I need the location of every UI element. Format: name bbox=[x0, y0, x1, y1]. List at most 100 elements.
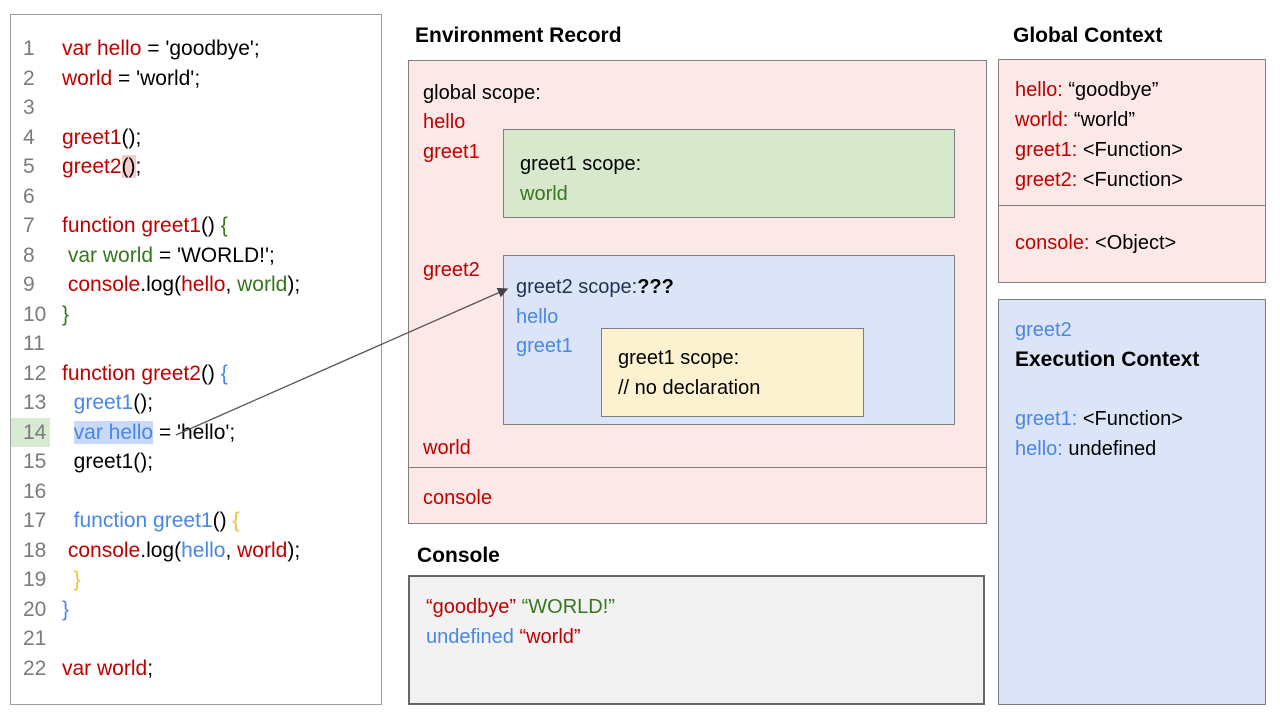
greet2-execution-context-box: greet2 Execution Context greet1: <Functi… bbox=[998, 299, 1266, 705]
code-token: () bbox=[121, 155, 136, 178]
entry-key: greet1: bbox=[1015, 139, 1078, 161]
code-token: } bbox=[62, 302, 70, 326]
global-var-hello: hello bbox=[423, 111, 466, 133]
entry-key: hello: bbox=[1015, 79, 1063, 101]
code-line-20: 20} bbox=[11, 595, 381, 625]
global-scope-label: global scope: bbox=[423, 82, 541, 104]
code-token: var world bbox=[67, 243, 154, 267]
code-line-1: 1 var hello = 'goodbye'; bbox=[11, 34, 381, 64]
code-token: ; bbox=[147, 656, 154, 680]
line-number: 13 bbox=[23, 391, 47, 414]
context-entry: hello: undefined bbox=[1015, 434, 1257, 464]
line-number: 21 bbox=[23, 627, 47, 650]
context-entry: world: “world” bbox=[1015, 105, 1257, 135]
line-number: 20 bbox=[23, 597, 47, 621]
line-number: 7 bbox=[23, 214, 35, 237]
code-token: world bbox=[237, 538, 288, 562]
line-number: 15 bbox=[23, 450, 47, 473]
global-context-vars-box: hello: “goodbye”world: “world”greet1: <F… bbox=[998, 59, 1266, 206]
entry-key: greet1: bbox=[1015, 408, 1078, 430]
line-number: 8 bbox=[23, 243, 35, 267]
code-token bbox=[62, 391, 74, 414]
code-token: function greet1 bbox=[62, 214, 201, 237]
entry-value: <Object> bbox=[1089, 231, 1177, 254]
code-token: = 'goodbye'; bbox=[141, 37, 260, 60]
entry-value: <Function> bbox=[1077, 408, 1183, 430]
greet2-scope-var-greet1: greet1 bbox=[516, 335, 573, 357]
code-token: = 'WORLD!'; bbox=[153, 243, 275, 267]
code-line-10: 10} bbox=[11, 300, 381, 330]
code-token: () bbox=[212, 509, 233, 532]
console-output-line: undefined “world” bbox=[426, 622, 975, 652]
environment-console-row: console bbox=[408, 466, 987, 524]
code-token: (); bbox=[133, 391, 154, 414]
code-token: () bbox=[200, 361, 221, 385]
console-output-line: “goodbye” “WORLD!” bbox=[426, 592, 975, 622]
console-title: Console bbox=[417, 544, 500, 567]
execution-context-name: greet2 bbox=[1015, 319, 1072, 341]
code-line-6: 6 bbox=[11, 182, 381, 212]
code-line-9: 9 console.log(hello, world); bbox=[11, 270, 381, 300]
code-token: { bbox=[232, 509, 240, 532]
context-entry: hello: “goodbye” bbox=[1015, 75, 1257, 105]
line-number: 9 bbox=[23, 273, 35, 296]
code-line-7: 7 function greet1() { bbox=[11, 211, 381, 241]
line-number: 18 bbox=[23, 538, 47, 562]
greet2-scope-title-line: greet2 scope:??? bbox=[516, 272, 674, 302]
environment-console-label: console bbox=[423, 486, 492, 509]
code-token: undefined bbox=[426, 626, 514, 648]
global-scope-box: global scope: hello greet1 greet2 world … bbox=[408, 60, 987, 468]
global-context-console-box: console: <Object> bbox=[998, 204, 1266, 283]
code-line-3: 3 bbox=[11, 93, 381, 123]
code-token: () bbox=[200, 214, 221, 237]
greet2-scope-title: greet2 scope: bbox=[516, 276, 638, 298]
code-token: function greet2 bbox=[62, 361, 201, 385]
code-token: , bbox=[225, 538, 238, 562]
context-entry: greet1: <Function> bbox=[1015, 135, 1257, 165]
code-line-18: 18 console.log(hello, world); bbox=[11, 536, 381, 566]
entry-value: undefined bbox=[1062, 438, 1157, 460]
code-line-14: 14 var hello = 'hello'; bbox=[11, 417, 381, 447]
greet2-scope-box: greet2 scope:??? hello greet1 greet1 sco… bbox=[503, 255, 955, 425]
code-token: ); bbox=[287, 273, 301, 296]
console-output-box: “goodbye” “WORLD!”undefined “world” bbox=[408, 575, 985, 705]
code-token: greet1 bbox=[73, 391, 134, 414]
code-token bbox=[62, 450, 74, 473]
entry-value: “goodbye” bbox=[1062, 79, 1159, 101]
line-number: 4 bbox=[23, 125, 35, 149]
code-line-13: 13 greet1(); bbox=[11, 388, 381, 418]
greet2-scope-unknown: ??? bbox=[637, 276, 674, 298]
line-number: 10 bbox=[23, 302, 47, 326]
line-number: 1 bbox=[23, 37, 35, 60]
entry-value: <Function> bbox=[1077, 169, 1183, 191]
code-token: = 'hello'; bbox=[153, 420, 236, 444]
context-entry: console: <Object> bbox=[1015, 228, 1257, 258]
context-entry: greet1: <Function> bbox=[1015, 404, 1257, 434]
code-line-19: 19 } bbox=[11, 565, 381, 595]
entry-key: hello: bbox=[1015, 438, 1063, 460]
code-token: , bbox=[225, 273, 238, 296]
greet1-scope-title: greet1 scope: bbox=[520, 153, 642, 175]
line-number: 16 bbox=[23, 479, 47, 503]
code-token: { bbox=[220, 214, 228, 237]
context-entry: greet2: <Function> bbox=[1015, 165, 1257, 195]
entry-key: world: bbox=[1015, 109, 1069, 131]
greet1-scope-box: greet1 scope: world bbox=[503, 129, 955, 218]
line-number: 11 bbox=[23, 332, 45, 355]
code-token: } bbox=[62, 597, 70, 621]
line-number: 12 bbox=[23, 361, 47, 385]
code-token: var hello bbox=[62, 37, 142, 60]
entry-key: greet2: bbox=[1015, 169, 1078, 191]
code-line-11: 11 bbox=[11, 329, 381, 359]
code-token bbox=[62, 568, 74, 591]
environment-record-title: Environment Record bbox=[415, 24, 622, 47]
code-token: “WORLD!” bbox=[521, 596, 615, 618]
code-token: world bbox=[62, 66, 113, 90]
code-token: var hello bbox=[73, 420, 154, 444]
